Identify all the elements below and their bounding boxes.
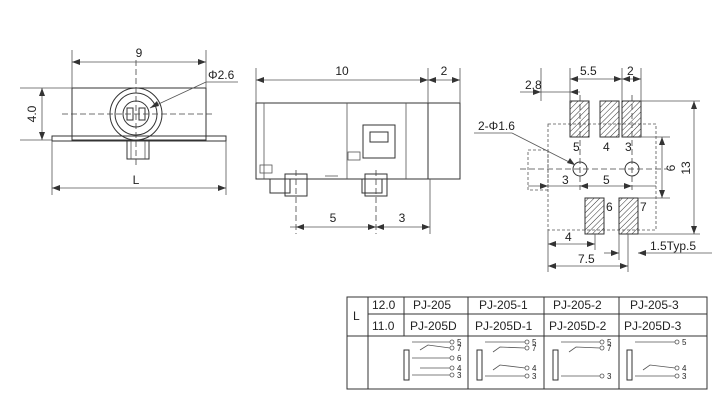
pad-label-6: 6 <box>606 200 613 214</box>
bottom-left-label: 4 <box>565 230 572 244</box>
row2-l: 11.0 <box>372 319 395 333</box>
schematic-1: 5 7 6 4 3 <box>403 338 462 381</box>
footprint-height-label: 13 <box>679 161 693 175</box>
schematic-4: 5 4 3 <box>626 338 687 381</box>
side-pin-2 <box>361 178 383 194</box>
sch1-pin6: 6 <box>457 354 462 363</box>
side-view: 10 2 5 3 <box>255 64 461 234</box>
side-nose <box>427 102 461 180</box>
sch3-pin3: 3 <box>607 372 612 381</box>
side-body-outline <box>255 102 429 180</box>
front-length-label: L <box>133 173 140 187</box>
pad-3 <box>621 100 642 138</box>
row1-l: 12.0 <box>372 298 396 312</box>
sch1-pin7: 7 <box>457 344 462 353</box>
hole-diameter-label: Φ2.6 <box>208 68 235 82</box>
top-spacing-label: 5.5 <box>580 64 597 78</box>
pad-6 <box>584 197 605 235</box>
variant-table: L 12.0 PJ-205 PJ-205-1 PJ-205-2 PJ-205-3… <box>346 296 708 390</box>
row2-c2: PJ-205D-1 <box>475 319 533 333</box>
front-height-label: 4.0 <box>25 105 39 122</box>
schematic-3: 5 7 3 <box>552 338 612 381</box>
side-pin-spacing-3: 3 <box>399 211 406 225</box>
side-window <box>362 124 396 159</box>
hole-spacing-label: 5 <box>603 173 610 187</box>
pad-5 <box>569 100 590 138</box>
left-offset-label: 2.8 <box>525 78 542 92</box>
front-width-label: 9 <box>136 46 143 60</box>
front-pin <box>126 140 150 160</box>
sch2-pin5: 5 <box>532 338 537 347</box>
table-header-l: L <box>353 309 360 323</box>
top-pitch-label: 2 <box>627 64 634 78</box>
hole-offset-label: 3 <box>562 173 569 187</box>
bottom-total-label: 7.5 <box>578 252 595 266</box>
sch2-pin3: 3 <box>532 372 537 381</box>
side-pin-spacing-5: 5 <box>330 211 337 225</box>
sch3-pin7: 7 <box>607 344 612 353</box>
hole-callout: 2-Φ1.6 <box>478 119 515 133</box>
row1-c1: PJ-205 <box>413 298 451 312</box>
pad-label-7: 7 <box>640 200 647 214</box>
sch1-pin5: 5 <box>457 338 462 347</box>
side-nose-label: 2 <box>441 64 448 78</box>
row2-c4: PJ-205D-3 <box>624 319 682 333</box>
pad-width-label: 1.5Typ.5 <box>650 239 696 253</box>
pad-7 <box>618 197 639 235</box>
row1-c3: PJ-205-2 <box>553 298 602 312</box>
sch1-pin4: 4 <box>457 364 462 373</box>
front-view: 9 Φ2.6 4.0 L <box>20 46 238 195</box>
row-spacing-label: 6 <box>664 164 678 171</box>
row2-c1: PJ-205D <box>410 319 457 333</box>
sch2-pin7: 7 <box>532 344 537 353</box>
pad-label-5: 5 <box>573 140 580 154</box>
sch4-pin4: 4 <box>682 364 687 373</box>
pcb-footprint: 5 4 3 6 7 2-Φ1.6 5.5 2 2.8 <box>474 64 712 272</box>
sch3-pin5: 5 <box>607 338 612 347</box>
sch4-pin3: 3 <box>682 372 687 381</box>
side-length-label: 10 <box>335 64 349 78</box>
table-border <box>346 296 708 390</box>
row2-c3: PJ-205D-2 <box>549 319 607 333</box>
row1-c4: PJ-205-3 <box>630 298 679 312</box>
pad-label-3: 3 <box>625 140 632 154</box>
sch2-pin4: 4 <box>532 364 537 373</box>
row1-c2: PJ-205-1 <box>479 298 528 312</box>
pad-label-4: 4 <box>603 140 610 154</box>
side-pin-1 <box>269 178 291 194</box>
sch1-pin3: 3 <box>457 371 462 380</box>
schematic-2: 5 7 4 3 <box>476 338 537 381</box>
sch4-pin5: 5 <box>682 338 687 347</box>
pad-4 <box>599 100 620 138</box>
